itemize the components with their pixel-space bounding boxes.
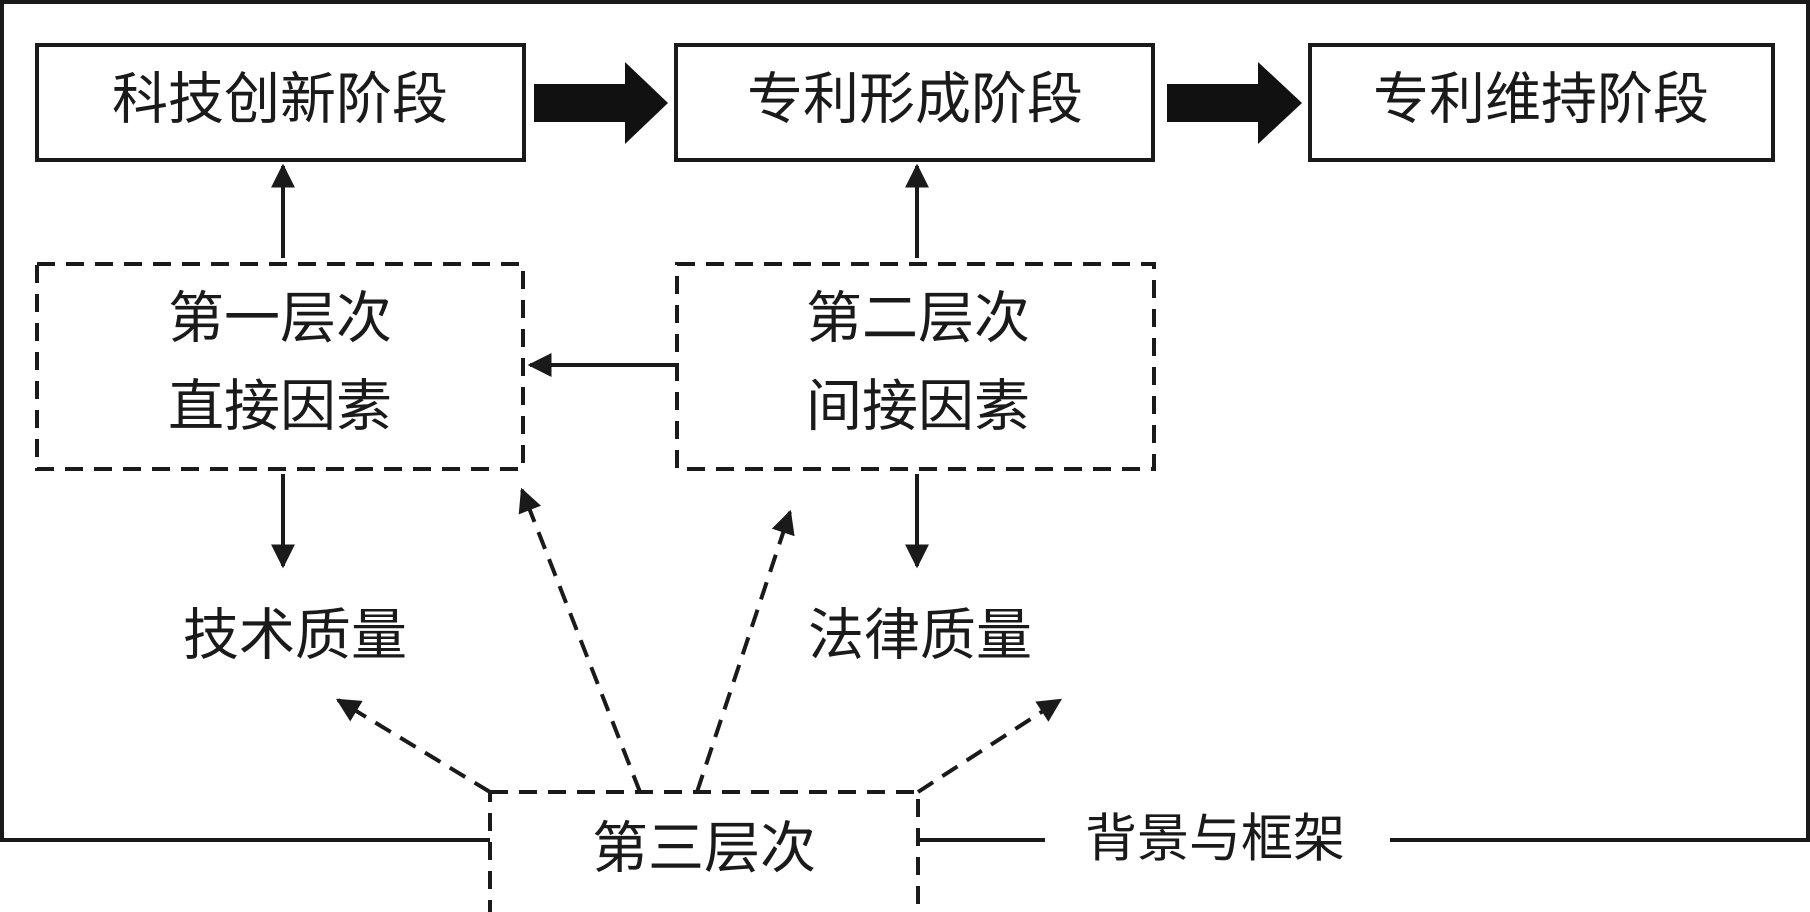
dashed-arrow-third-to-technical: [335, 698, 492, 794]
level-second-title: 第二层次: [806, 287, 1030, 352]
level-second-subtitle: 间接因素: [806, 375, 1030, 440]
dashed-arrow-third-to-first: [518, 487, 642, 793]
block-arrow-formation-to-maintenance: [1167, 62, 1302, 144]
block-arrow-innovation-to-formation: [534, 62, 668, 144]
level-box-third: [488, 790, 920, 912]
dashed-arrow-third-to-second: [695, 509, 795, 793]
quality-legal: 法律质量: [808, 604, 1032, 669]
stage-label-innovation: 科技创新阶段: [112, 68, 448, 133]
level-first-title: 第一层次: [168, 287, 392, 352]
frame-label: 背景与框架: [1085, 810, 1345, 870]
frame-border: [0, 0, 1810, 842]
dashed-arrow-third-to-legal: [916, 698, 1063, 794]
level-box-second: [675, 262, 1156, 471]
stage-box-maintenance: [1308, 43, 1775, 162]
level-third-title: 第三层次: [592, 817, 816, 882]
level-box-first: [35, 262, 525, 471]
stage-label-maintenance: 专利维持阶段: [1373, 68, 1709, 133]
level-first-subtitle: 直接因素: [168, 375, 392, 440]
stage-label-formation: 专利形成阶段: [747, 68, 1083, 133]
quality-technical: 技术质量: [183, 604, 407, 669]
stage-box-innovation: [35, 43, 526, 162]
stage-box-formation: [674, 43, 1155, 162]
